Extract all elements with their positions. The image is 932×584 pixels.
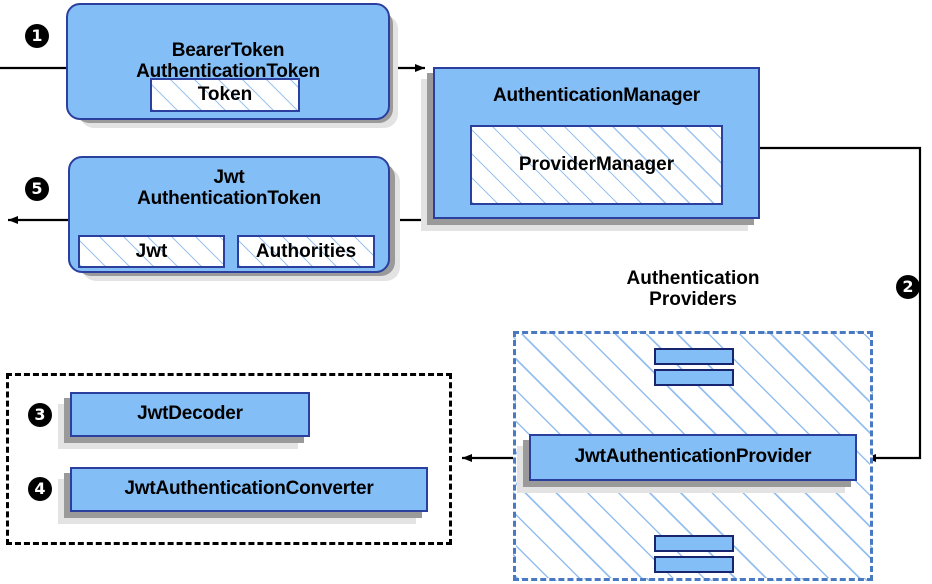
authentication-manager-title: AuthenticationManager xyxy=(493,85,700,106)
bearer-token-chip-label: Token xyxy=(197,84,253,105)
jwt-authentication-token-box[interactable]: Jwt AuthenticationToken xyxy=(68,156,390,273)
provider-stub-top-1 xyxy=(654,348,734,365)
bearer-token-chip-token[interactable]: Token xyxy=(150,78,300,112)
step-5-bullet: 5 xyxy=(25,177,49,201)
jwt-token-chip-authorities[interactable]: Authorities xyxy=(237,235,375,268)
authentication-providers-heading: Authentication Providers xyxy=(626,268,760,311)
step-3-number: 3 xyxy=(34,405,46,424)
jwt-authentication-provider-box[interactable]: JwtAuthenticationProvider xyxy=(529,434,857,481)
step-2-number: 2 xyxy=(902,277,914,296)
step-4-number: 4 xyxy=(34,479,46,498)
provider-stub-bottom-1 xyxy=(654,535,734,552)
provider-stub-top-2 xyxy=(654,369,734,386)
step-3-bullet: 3 xyxy=(28,403,52,427)
jwt-authentication-token-title: Jwt AuthenticationToken xyxy=(137,167,321,209)
jwt-decoder-box[interactable]: JwtDecoder xyxy=(70,392,310,437)
jwt-authentication-converter-box[interactable]: JwtAuthenticationConverter xyxy=(70,467,428,512)
authentication-manager-chip-provider-manager[interactable]: ProviderManager xyxy=(470,125,723,205)
jwt-authentication-provider-title: JwtAuthenticationProvider xyxy=(574,446,812,468)
provider-manager-label: ProviderManager xyxy=(518,154,675,175)
bearer-token-authentication-token-box[interactable]: BearerToken AuthenticationToken xyxy=(66,3,390,120)
jwt-chip-label: Jwt xyxy=(135,240,168,262)
bearer-token-title: BearerToken AuthenticationToken xyxy=(136,39,320,82)
step-2-bullet: 2 xyxy=(896,275,920,299)
step-1-bullet: 1 xyxy=(25,24,49,48)
step-1-number: 1 xyxy=(31,26,43,45)
jwt-token-chip-jwt[interactable]: Jwt xyxy=(78,235,225,268)
step-5-number: 5 xyxy=(31,179,43,198)
jwt-decoder-title: JwtDecoder xyxy=(137,403,243,425)
authorities-chip-label: Authorities xyxy=(255,240,357,262)
step-4-bullet: 4 xyxy=(28,477,52,501)
provider-stub-bottom-2 xyxy=(654,556,734,573)
jwt-support-container xyxy=(6,373,452,545)
jwt-authentication-converter-title: JwtAuthenticationConverter xyxy=(124,478,374,500)
